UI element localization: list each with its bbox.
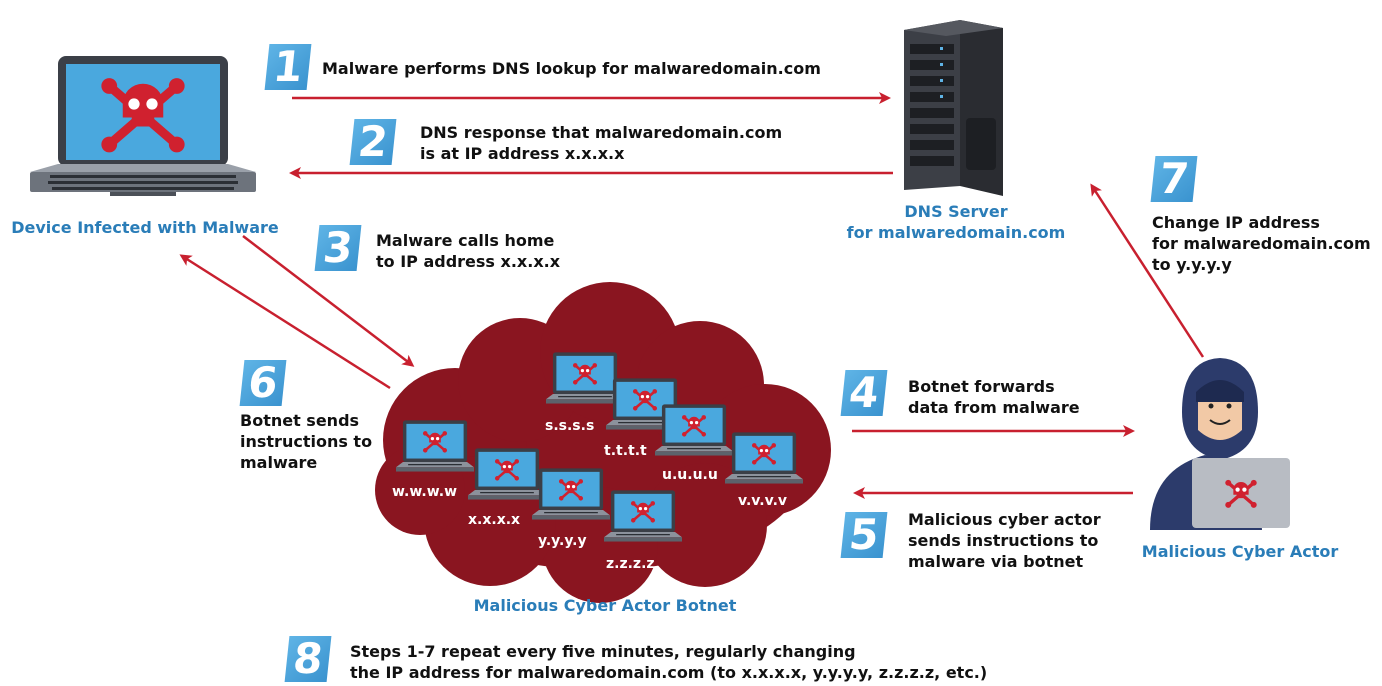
botnet-ip-s: s.s.s.s bbox=[545, 418, 594, 434]
step-8-text: Steps 1-7 repeat every five minutes, reg… bbox=[350, 642, 988, 682]
bot-laptop-z bbox=[604, 490, 682, 541]
step-7-text: Change IP address for malwaredomain.com … bbox=[1152, 213, 1371, 274]
botnet-ip-u: u.u.u.u bbox=[662, 467, 718, 483]
bot-laptop-y bbox=[532, 468, 610, 519]
dns-server-icon bbox=[904, 20, 1003, 196]
step-4-text: Botnet forwards data from malware bbox=[908, 377, 1080, 417]
botnet-ip-x: x.x.x.x bbox=[468, 512, 520, 528]
infected-device-label: Device Infected with Malware bbox=[11, 218, 279, 237]
botnet-ip-v: v.v.v.v bbox=[738, 493, 787, 509]
step-5-badge: 5 bbox=[840, 510, 888, 559]
step-3-text: Malware calls home to IP address x.x.x.x bbox=[376, 231, 561, 271]
cyber-actor-icon bbox=[1150, 358, 1290, 530]
step-2-text: DNS response that malwaredomain.com is a… bbox=[420, 123, 783, 163]
step-6-text: Botnet sends instructions to malware bbox=[240, 411, 373, 472]
botnet-label: Malicious Cyber Actor Botnet bbox=[473, 596, 737, 615]
botnet-ip-w: w.w.w.w bbox=[392, 484, 457, 500]
arrow-step-3 bbox=[242, 235, 415, 367]
arrow-step-7 bbox=[1090, 183, 1205, 358]
botnet-ip-z: z.z.z.z bbox=[606, 556, 655, 572]
cyber-actor-label: Malicious Cyber Actor bbox=[1141, 542, 1339, 561]
bot-laptop-s bbox=[546, 352, 624, 403]
arrow-step-6 bbox=[179, 254, 391, 390]
dns-server-label: DNS Server for malwaredomain.com bbox=[846, 202, 1066, 242]
step-5-text: Malicious cyber actor sends instructions… bbox=[908, 510, 1101, 571]
bot-laptop-x bbox=[468, 448, 546, 499]
step-1-badge: 1 bbox=[264, 42, 312, 91]
step-4-badge: 4 bbox=[840, 368, 888, 417]
bot-laptop-u bbox=[655, 404, 733, 455]
step-8-badge: 8 bbox=[284, 634, 332, 683]
bot-laptop-w bbox=[396, 420, 474, 471]
step-2-badge: 2 bbox=[349, 117, 397, 166]
botnet-ip-t: t.t.t.t bbox=[604, 443, 647, 459]
step-3-badge: 3 bbox=[314, 223, 362, 272]
infected-laptop-icon bbox=[30, 56, 256, 196]
step-6-badge: 6 bbox=[239, 358, 287, 407]
botnet-ip-y: y.y.y.y bbox=[538, 533, 587, 549]
bot-laptop-v bbox=[725, 432, 803, 483]
step-1-text: Malware performs DNS lookup for malwared… bbox=[322, 59, 821, 78]
step-7-badge: 7 bbox=[1150, 154, 1198, 203]
